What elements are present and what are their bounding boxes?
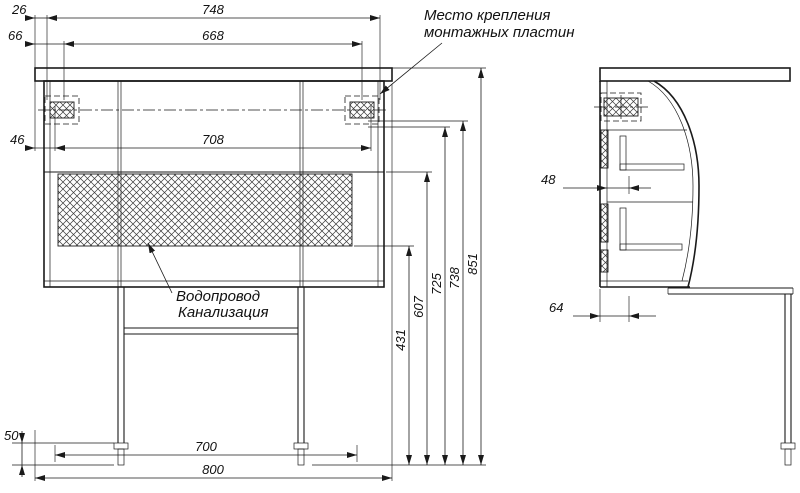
dim-668-label: 668 xyxy=(202,28,224,43)
dim-851-label: 851 xyxy=(465,253,480,275)
front-curve-inner xyxy=(647,80,694,282)
countertop-side xyxy=(599,67,791,82)
mounting-note-line1: Место крепления xyxy=(424,7,550,24)
dim-748-label: 748 xyxy=(202,2,224,17)
front-curve-outer xyxy=(653,80,700,288)
side-view: 48 64 xyxy=(541,67,796,466)
dim-64-label: 64 xyxy=(549,300,563,315)
dimensions-bottom: 50 700 800 xyxy=(4,428,392,481)
dim-26-label: 26 xyxy=(11,2,27,17)
dim-708-label: 708 xyxy=(202,132,224,147)
dim-800-label: 800 xyxy=(202,462,224,477)
dimensions-top: 26 748 66 668 46 708 xyxy=(8,2,393,481)
dim-48: 48 xyxy=(541,172,651,194)
dim-725-label: 725 xyxy=(429,272,444,294)
dim-64: 64 xyxy=(549,289,656,322)
support-frame-side xyxy=(667,287,796,466)
plumbing-note-leader xyxy=(147,242,173,294)
mounting-note-line2: монтажных пластин xyxy=(424,24,574,41)
mounting-note-leader xyxy=(379,42,443,95)
front-view: 26 748 66 668 46 708 431 607 725 738 851 xyxy=(4,2,574,481)
dim-46-label: 46 xyxy=(10,132,25,147)
plumbing-note: Водопровод Канализация xyxy=(147,242,269,321)
drawer-lower xyxy=(619,207,683,251)
countertop-front xyxy=(34,67,393,82)
legs-front xyxy=(113,287,309,466)
plumbing-cutout xyxy=(57,173,353,247)
dim-738-label: 738 xyxy=(447,266,462,288)
drawer-slides xyxy=(600,129,609,273)
plumbing-note-line2: Канализация xyxy=(178,304,269,321)
plumbing-note-line1: Водопровод xyxy=(176,288,260,305)
drawer-upper xyxy=(619,135,685,171)
dim-700-label: 700 xyxy=(195,439,217,454)
dimensions-right: 431 607 725 738 851 xyxy=(312,67,486,466)
dim-607-label: 607 xyxy=(411,295,426,317)
mounting-note: Место крепления монтажных пластин xyxy=(379,7,574,95)
dim-50-label: 50 xyxy=(4,428,19,443)
mounting-plate-section xyxy=(594,92,650,122)
dim-431-label: 431 xyxy=(393,329,408,351)
dim-66-label: 66 xyxy=(8,28,23,43)
cabinet-body xyxy=(43,80,385,288)
dim-48-label: 48 xyxy=(541,172,556,187)
